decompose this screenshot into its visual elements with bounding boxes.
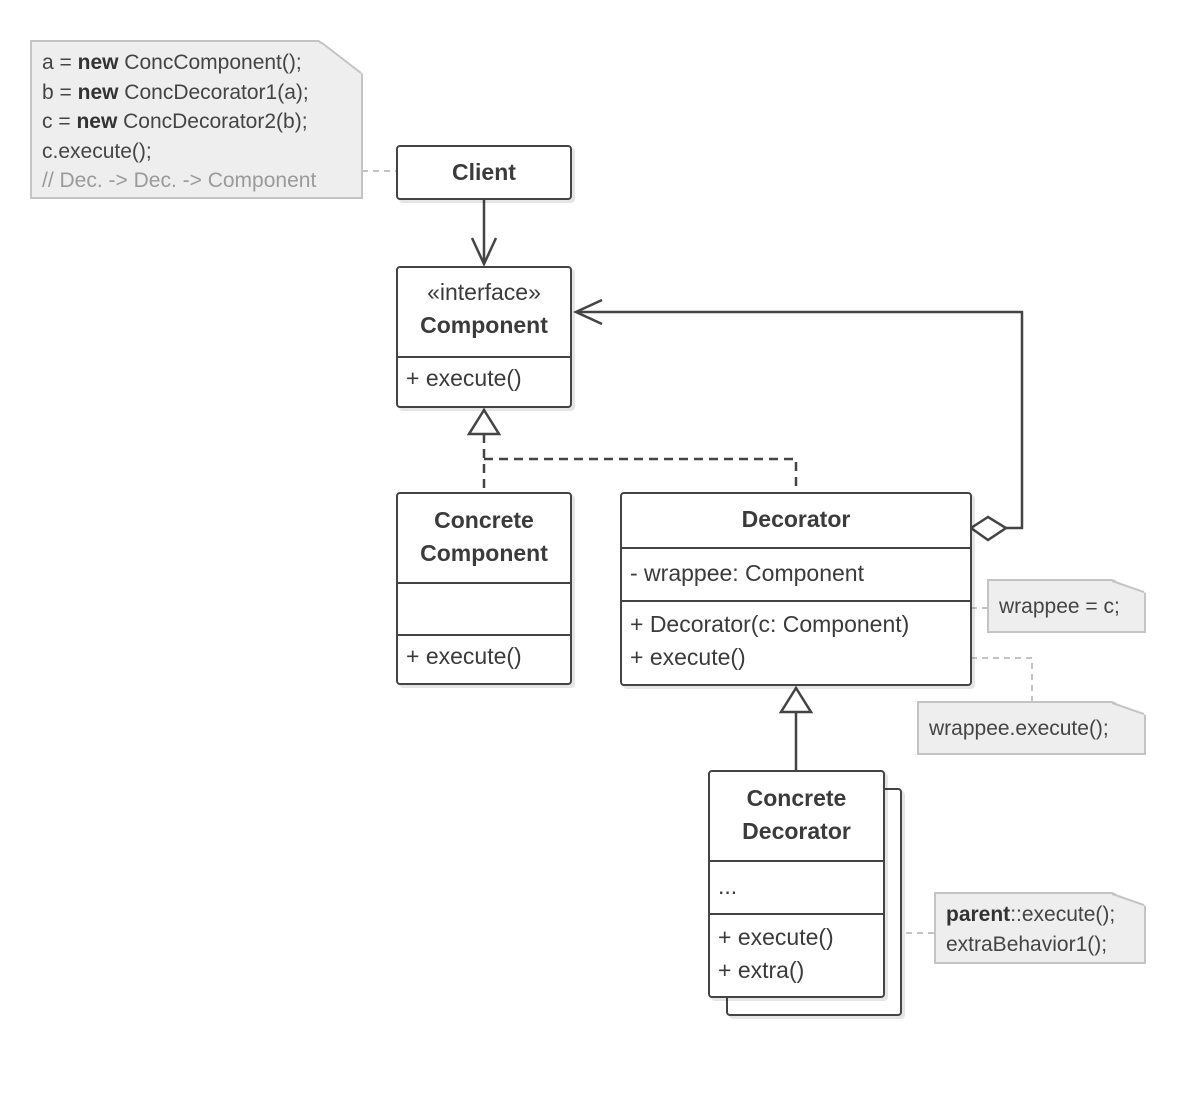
decorator-method-constructor: + Decorator(c: Component): [630, 611, 910, 637]
client-note-line-3: c = new ConcDecorator2(b);: [42, 110, 308, 133]
concrete-component-name-line1: Concrete: [434, 507, 534, 533]
concrete-decorator-name-line1: Concrete: [746, 785, 847, 811]
component-methods: + execute(): [398, 356, 570, 399]
aggregation-arrowhead: [573, 298, 603, 326]
note-dogear: [1112, 892, 1146, 906]
client-note-comment: // Dec. -> Dec. -> Component: [42, 169, 317, 192]
execute-note-connector: [971, 657, 1033, 703]
concrete-component-class[interactable]: Concrete Component + execute(): [396, 492, 572, 685]
constructor-note: wrappee = c;: [987, 579, 1146, 633]
concrete-component-methods: + execute(): [398, 634, 570, 677]
concrete-decorator-fields: ...: [710, 860, 883, 913]
extra-behavior-note: parent::execute(); extraBehavior1();: [934, 892, 1146, 964]
extra-note-line-1: parent::execute();: [946, 903, 1116, 926]
concrete-decorator-class[interactable]: Concrete Decorator ... + execute() + ext…: [708, 770, 885, 998]
concrete-component-header: Concrete Component: [398, 494, 570, 582]
client-usage-note: a = new ConcComponent(); b = new ConcDec…: [30, 40, 363, 199]
concrete-decorator-header: Concrete Decorator: [710, 772, 883, 860]
concrete-decorator-methods: + execute() + extra(): [710, 913, 883, 991]
decorator-method-execute: + execute(): [630, 644, 746, 670]
client-arrowhead: [470, 237, 498, 267]
decorator-class[interactable]: Decorator - wrappee: Component + Decorat…: [620, 492, 972, 686]
concrete-decorator-name-line2: Decorator: [742, 818, 851, 844]
component-interface[interactable]: «interface» Component + execute(): [396, 266, 572, 408]
client-note-line-1: a = new ConcComponent();: [42, 51, 302, 74]
concrete-decorator-method-execute: + execute(): [718, 924, 834, 950]
concrete-component-name-line2: Component: [420, 540, 548, 566]
client-note-line-2: b = new ConcDecorator1(a);: [42, 80, 309, 104]
component-stereotype: «interface»: [427, 279, 541, 305]
note-dogear: [1112, 579, 1146, 593]
concrete-decorator-method-extra: + extra(): [718, 957, 805, 983]
concrete-component-fields: [398, 582, 570, 634]
decorator-fields: - wrappee: Component: [622, 547, 970, 600]
concrete-component-method-execute: + execute(): [406, 643, 522, 669]
client-note-line-4: c.execute();: [42, 139, 152, 163]
extra-note-line-2: extraBehavior1();: [946, 932, 1108, 956]
component-header: «interface» Component: [398, 268, 570, 356]
decorator-field-wrappee: - wrappee: Component: [630, 560, 864, 586]
realization-triangle: [466, 407, 502, 436]
note-dogear: [319, 40, 363, 74]
component-method-execute: + execute(): [406, 365, 522, 391]
constructor-note-text: wrappee = c;: [999, 595, 1120, 618]
note-dogear: [1112, 701, 1146, 715]
decorator-header: Decorator: [741, 506, 851, 532]
decorator-realization: [484, 457, 798, 493]
concrete-decorator-field-ellipsis: ...: [718, 873, 738, 899]
decorator-methods: + Decorator(c: Component) + execute(): [622, 600, 970, 678]
execute-note-text: wrappee.execute();: [929, 717, 1109, 740]
aggregation-diamond: [968, 515, 1009, 542]
inheritance-triangle: [778, 685, 814, 714]
execute-note: wrappee.execute();: [917, 701, 1146, 755]
client-class-name: Client: [452, 159, 516, 185]
client-class[interactable]: Client: [396, 145, 572, 200]
component-name: Component: [420, 312, 548, 338]
decorator-component-aggregation: [576, 310, 1024, 530]
